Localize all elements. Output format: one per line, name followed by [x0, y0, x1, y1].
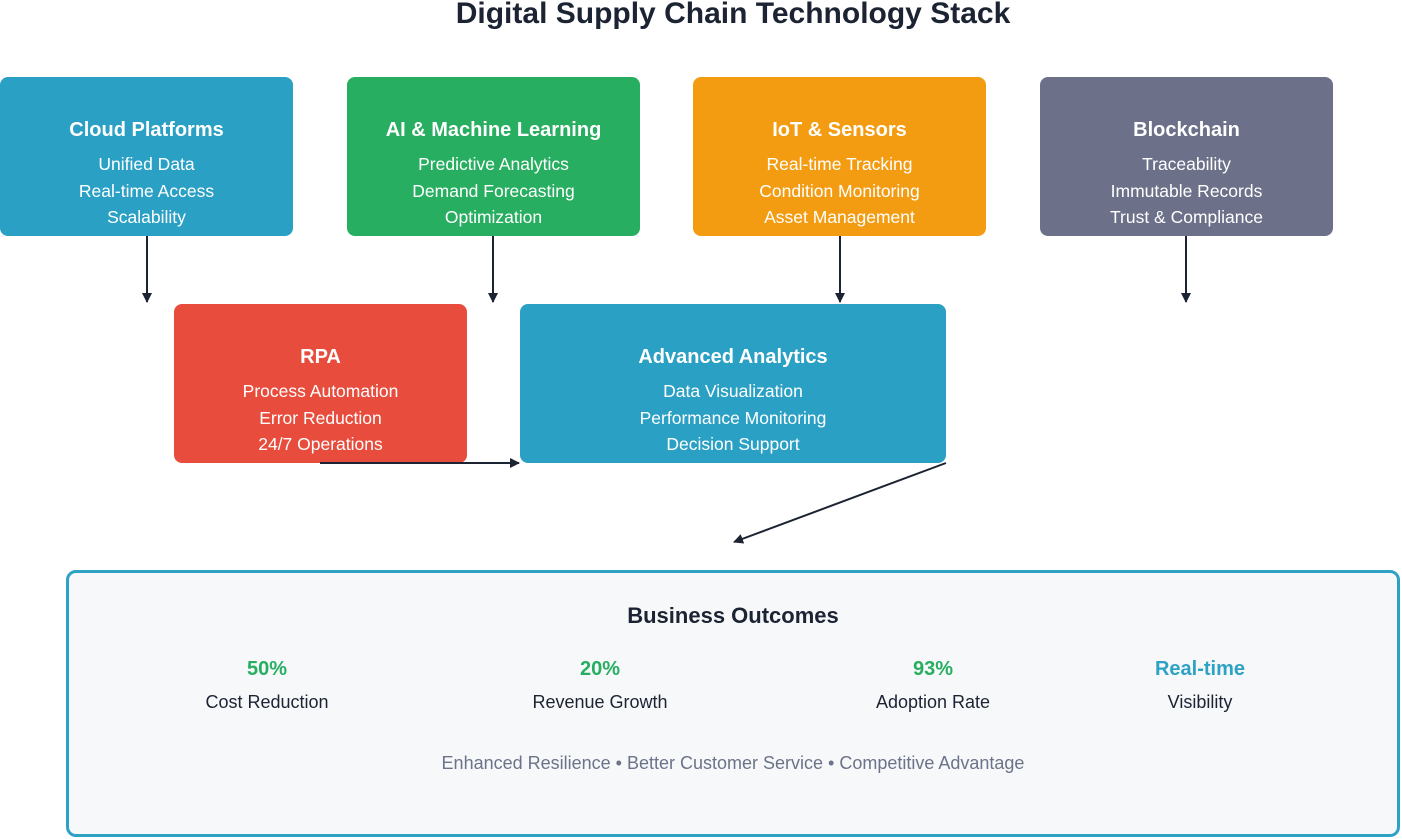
rpa-card: RPA Process Automation Error Reduction 2… [174, 304, 467, 463]
card-line: Performance Monitoring [639, 407, 827, 428]
card-lines: Process Automation Error Reduction 24/7 … [174, 378, 467, 458]
card-lines: Data Visualization Performance Monitorin… [520, 378, 946, 458]
card-line: Traceability [1142, 154, 1231, 174]
card-title: Cloud Platforms [69, 119, 224, 141]
advanced-analytics-card: Advanced Analytics Data Visualization Pe… [520, 304, 946, 463]
metric-label: Visibility [1167, 692, 1233, 712]
iot-sensors-card: IoT & Sensors Real-time Tracking Conditi… [693, 77, 986, 236]
card-lines: Traceability Immutable Records Trust & C… [1040, 151, 1333, 231]
ai-ml-card: AI & Machine Learning Predictive Analyti… [347, 77, 640, 236]
card-line: Immutable Records [1110, 180, 1263, 201]
business-outcomes-panel [66, 570, 1400, 837]
metric-value: 93% [912, 658, 954, 680]
business-outcomes-title: Business Outcomes [627, 603, 839, 628]
diagram-title: Digital Supply Chain Technology Stack [455, 0, 1011, 30]
card-line: Asset Management [764, 207, 915, 227]
metric-label: Cost Reduction [205, 692, 329, 712]
card-lines: Real-time Tracking Condition Monitoring … [693, 151, 986, 231]
card-line: Scalability [107, 207, 186, 227]
outcomes-tagline: Enhanced Resilience • Better Customer Se… [441, 753, 1025, 773]
metric-value: 50% [246, 658, 288, 680]
card-line: Demand Forecasting [412, 180, 575, 201]
card-line: Real-time Tracking [766, 154, 913, 174]
card-line: Optimization [444, 207, 543, 227]
card-line: Process Automation [242, 381, 399, 401]
metric-label: Adoption Rate [875, 692, 991, 712]
arrow-analytics-to-outcomes [733, 462, 947, 544]
card-line: Decision Support [666, 434, 800, 454]
blockchain-card: Blockchain Traceability Immutable Record… [1040, 77, 1333, 236]
card-line: 24/7 Operations [258, 434, 383, 454]
cloud-platforms-card: Cloud Platforms Unified Data Real-time A… [0, 77, 293, 236]
card-line: Predictive Analytics [418, 154, 569, 174]
metric-value: Real-time [1154, 658, 1246, 680]
metric-value: 20% [579, 658, 621, 680]
card-line: Condition Monitoring [759, 180, 920, 201]
card-lines: Predictive Analytics Demand Forecasting … [347, 151, 640, 231]
card-line: Trust & Compliance [1109, 207, 1263, 227]
card-title: Advanced Analytics [638, 346, 828, 368]
card-title: IoT & Sensors [772, 119, 907, 141]
card-lines: Unified Data Real-time Access Scalabilit… [0, 151, 293, 231]
card-line: Data Visualization [663, 381, 803, 401]
card-line: Error Reduction [259, 407, 382, 428]
card-line: Real-time Access [78, 180, 215, 201]
card-title: AI & Machine Learning [385, 119, 602, 141]
card-line: Unified Data [98, 154, 195, 174]
metric-label: Revenue Growth [532, 692, 668, 712]
card-title: Blockchain [1133, 119, 1240, 141]
card-title: RPA [300, 346, 341, 368]
